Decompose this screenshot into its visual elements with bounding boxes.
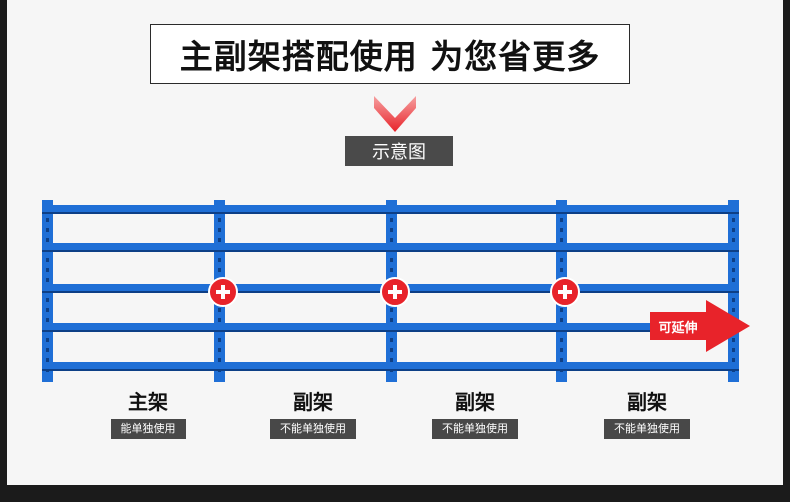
upright-hole	[560, 338, 563, 342]
upright-hole	[732, 338, 735, 342]
upright-hole	[560, 358, 563, 362]
upright-hole	[46, 318, 49, 322]
upright-hole	[46, 228, 49, 232]
upright-hole	[732, 258, 735, 262]
plus-bar-v	[393, 285, 397, 299]
unit-sub-3: 副架 不能单独使用	[597, 386, 697, 439]
plus-bar-v	[221, 285, 225, 299]
upright-hole	[218, 268, 221, 272]
shelf-beam	[42, 205, 739, 212]
upright-hole	[46, 238, 49, 242]
upright-hole	[46, 258, 49, 262]
upright-hole	[218, 258, 221, 262]
extend-arrow-icon	[650, 300, 750, 352]
upright-hole	[46, 278, 49, 282]
upright-hole	[390, 318, 393, 322]
headline-box: 主副架搭配使用 为您省更多	[150, 24, 630, 84]
upright-hole	[218, 318, 221, 322]
upright-hole	[390, 238, 393, 242]
diagram-tag: 示意图	[345, 136, 453, 166]
upright-hole	[46, 348, 49, 352]
unit-note: 能单独使用	[110, 419, 186, 439]
upright-hole	[46, 358, 49, 362]
unit-sub-2: 副架 不能单独使用	[425, 386, 525, 439]
shelf-beam	[42, 243, 739, 250]
upright-hole	[732, 218, 735, 222]
shelf-beam	[42, 323, 739, 330]
upright-hole	[46, 268, 49, 272]
unit-note: 不能单独使用	[270, 419, 356, 439]
upright-hole	[560, 238, 563, 242]
unit-title: 副架	[293, 390, 333, 414]
upright-hole	[46, 338, 49, 342]
unit-note: 不能单独使用	[432, 419, 518, 439]
upright-hole	[218, 218, 221, 222]
upright-hole	[732, 238, 735, 242]
upright-hole	[732, 358, 735, 362]
headline: 主副架搭配使用 为您省更多	[179, 37, 601, 76]
upright-hole	[390, 338, 393, 342]
upright-hole	[560, 318, 563, 322]
upright-hole	[390, 258, 393, 262]
upright-hole	[390, 348, 393, 352]
connector-marks	[208, 277, 580, 307]
upright-hole	[390, 228, 393, 232]
upright-hole	[46, 218, 49, 222]
beam-shadow	[42, 369, 739, 371]
unit-main: 主架 能单独使用	[98, 386, 198, 439]
upright-hole	[560, 348, 563, 352]
beam-shadow	[42, 212, 739, 214]
upright-hole	[390, 308, 393, 312]
upright-hole	[560, 308, 563, 312]
upright-hole	[732, 298, 735, 302]
upright-hole	[218, 358, 221, 362]
upright-hole	[560, 218, 563, 222]
upright-hole	[46, 308, 49, 312]
unit-title: 副架	[455, 390, 495, 414]
beam-shadow	[42, 250, 739, 252]
unit-note: 不能单独使用	[604, 419, 690, 439]
beam-shadow	[42, 330, 739, 332]
upright-hole	[560, 268, 563, 272]
upright-hole	[390, 218, 393, 222]
upright-hole	[218, 348, 221, 352]
upright-hole	[218, 308, 221, 312]
unit-sub-1: 副架 不能单独使用	[263, 386, 363, 439]
unit-title: 副架	[627, 390, 667, 414]
upright-hole	[732, 268, 735, 272]
upright-hole	[218, 228, 221, 232]
upright-hole	[732, 348, 735, 352]
upright-hole	[732, 228, 735, 232]
upright-hole	[560, 258, 563, 262]
arrow-down-icon	[374, 96, 416, 132]
shelf-beam	[42, 362, 739, 369]
extend-label: 可延伸	[658, 320, 698, 336]
upright-hole	[218, 338, 221, 342]
upright-hole	[560, 228, 563, 232]
upright-hole	[218, 238, 221, 242]
plus-bar-v	[563, 285, 567, 299]
upright-hole	[732, 308, 735, 312]
upright-hole	[390, 358, 393, 362]
upright-hole	[732, 278, 735, 282]
upright-hole	[46, 298, 49, 302]
upright-hole	[390, 268, 393, 272]
unit-title: 主架	[128, 390, 168, 414]
